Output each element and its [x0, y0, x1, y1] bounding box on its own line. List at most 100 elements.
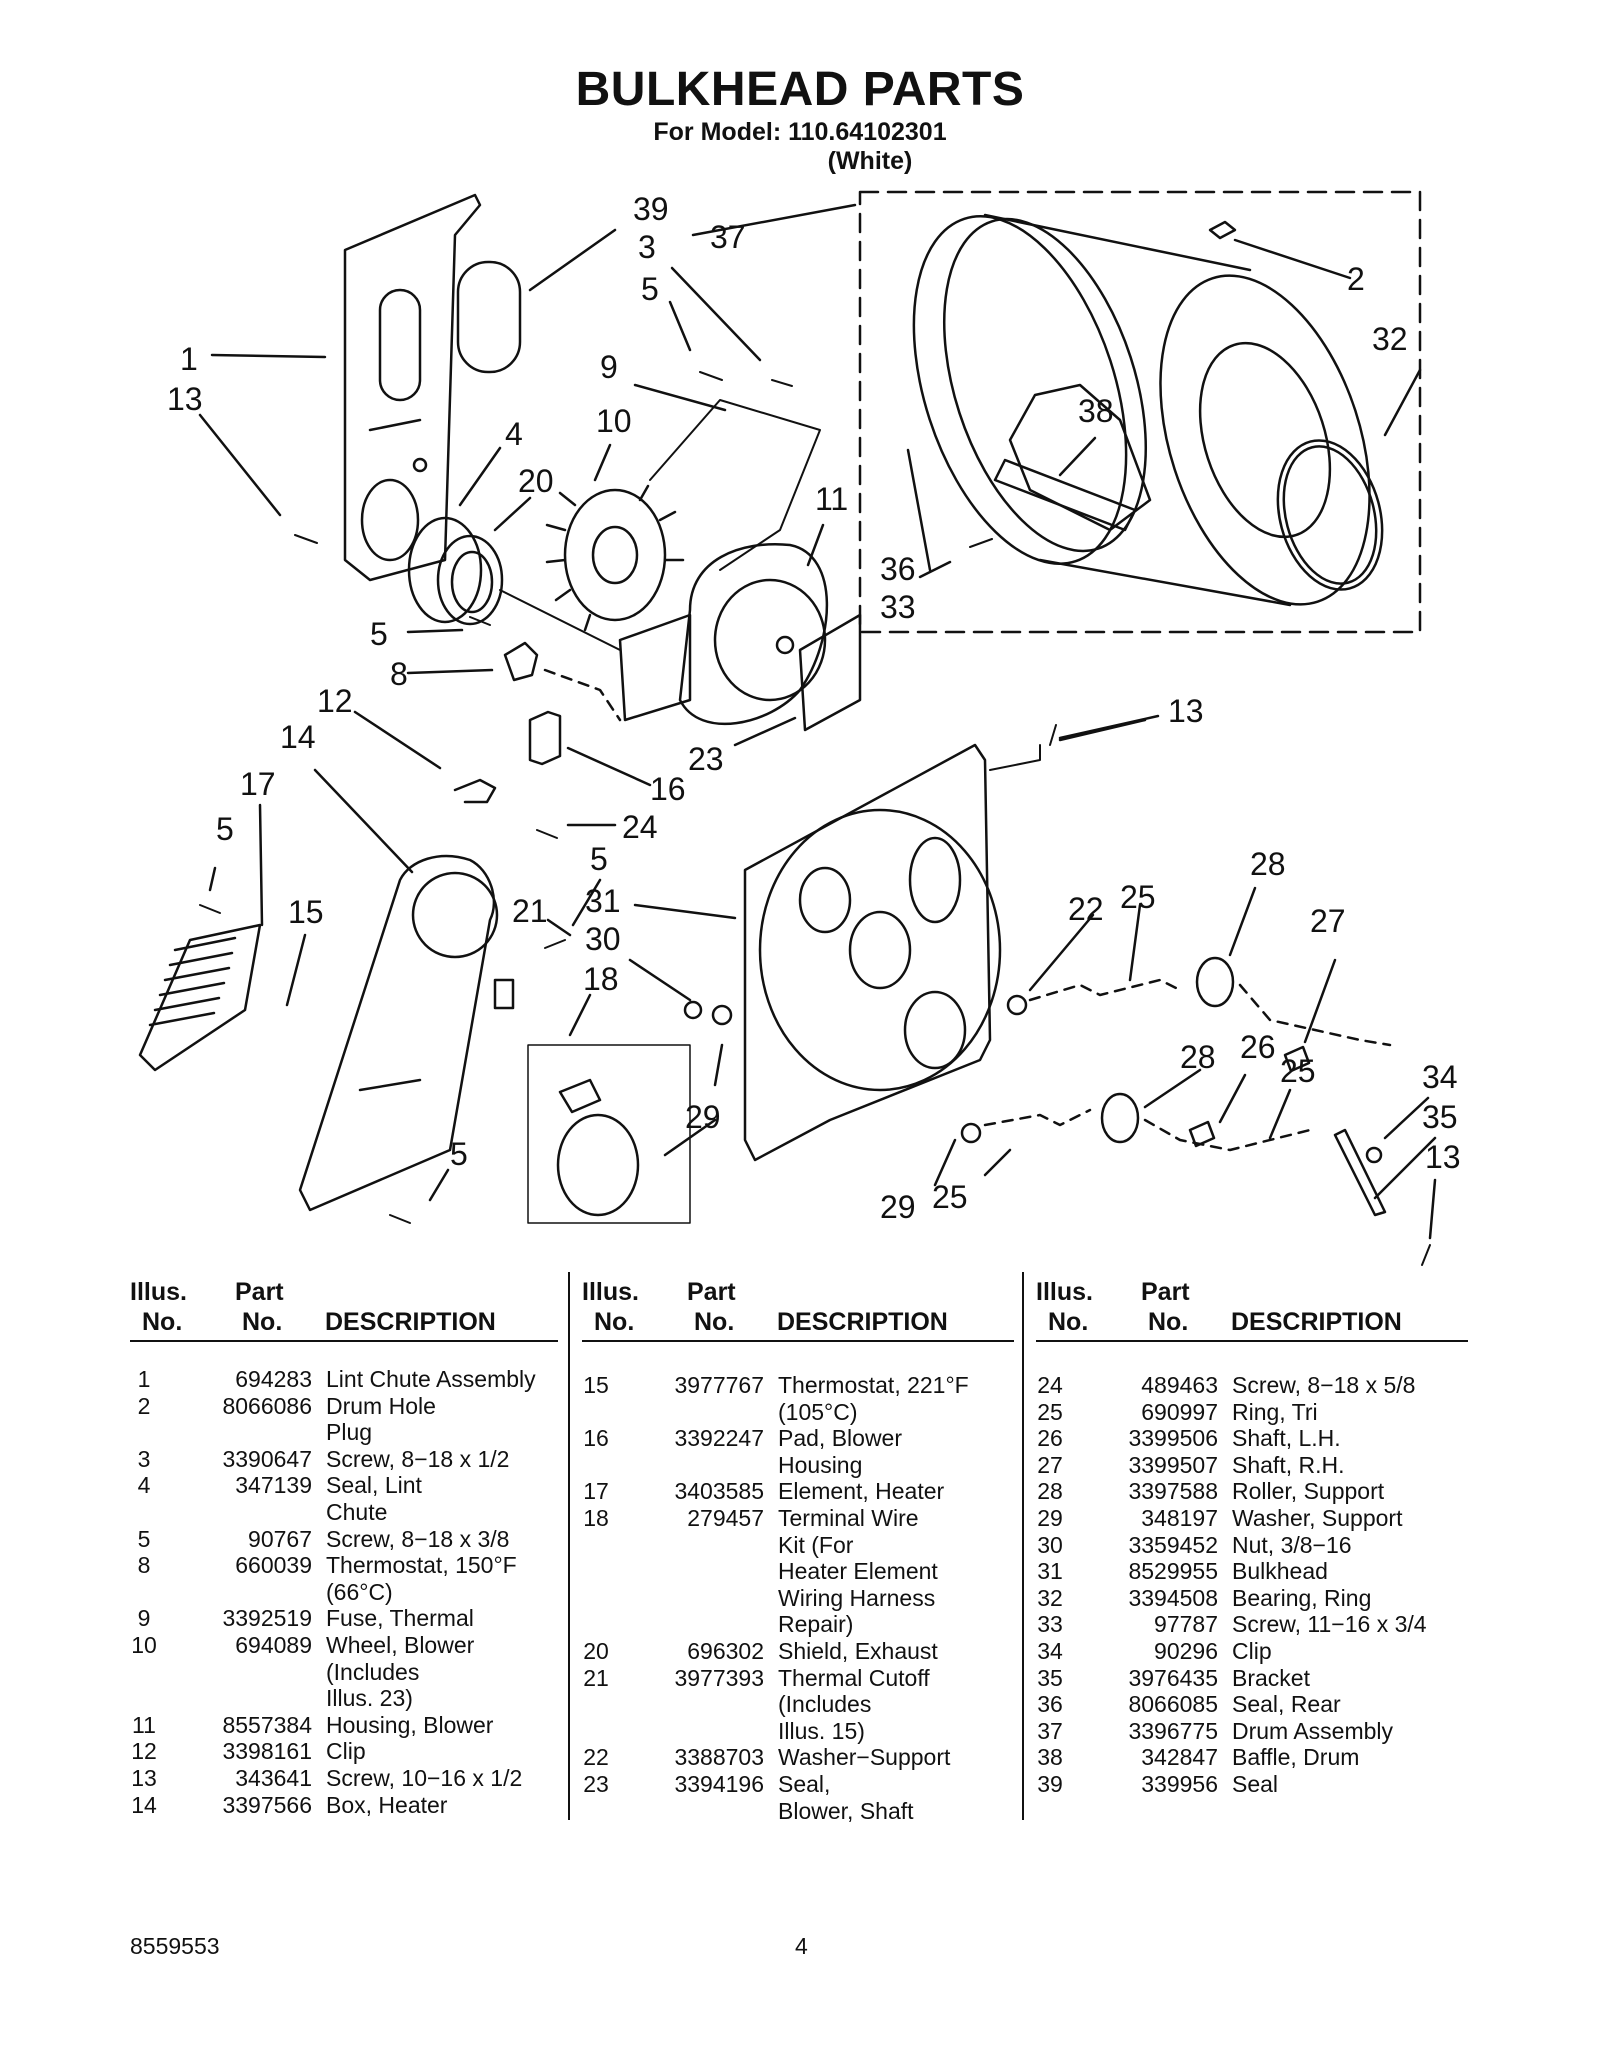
part-no: 3403585 — [674, 1478, 764, 1505]
doc-number: 8559553 — [130, 1933, 220, 1959]
part-description: Ring, Tri — [1232, 1398, 1318, 1425]
part-no: 279457 — [687, 1505, 764, 1531]
exhaust-shield-drawing — [436, 534, 504, 626]
column-header: Illus. No. Part No. DESCRIPTION — [1036, 1278, 1468, 1342]
part-description: (66°C) — [326, 1578, 393, 1605]
illus-header-bottom: No. — [1048, 1308, 1089, 1336]
illus-no: 13 — [131, 1765, 157, 1791]
leader-lines — [198, 203, 1437, 1240]
part-description: (Includes — [778, 1691, 872, 1718]
blower-wheel-drawing — [545, 484, 685, 632]
callout: 39 — [633, 191, 669, 227]
illus-no: 27 — [1037, 1451, 1063, 1478]
illus-no: 30 — [1037, 1531, 1063, 1558]
part-description: Screw, 11−16 x 3/4 — [1232, 1611, 1427, 1638]
illus-no: 28 — [1037, 1478, 1063, 1505]
part-description: Screw, 8−18 x 3/8 — [326, 1525, 510, 1552]
part-description: Shaft, R.H. — [1232, 1451, 1345, 1478]
callout: 14 — [280, 719, 316, 755]
part-description: Seal, Lint — [326, 1472, 422, 1499]
illus-no: 4 — [137, 1472, 151, 1499]
part-description: Clip — [1232, 1638, 1272, 1664]
part-description: Screw, 8−18 x 1/2 — [326, 1445, 510, 1472]
part-description: Drum Hole — [326, 1392, 436, 1419]
part-description: Nut, 3/8−16 — [1232, 1531, 1352, 1558]
callout: 9 — [600, 349, 618, 385]
illus-no: 35 — [1037, 1664, 1063, 1691]
part-no: 489463 — [1141, 1372, 1218, 1398]
page-number: 4 — [795, 1933, 808, 1959]
color-line: (White) — [827, 147, 913, 175]
illus-no: 23 — [583, 1771, 609, 1797]
part-no: 3397588 — [1128, 1478, 1218, 1505]
callout: 35 — [1422, 1099, 1458, 1135]
roller-shaft-assemblies — [960, 956, 1392, 1217]
callout: 36 — [880, 551, 916, 587]
illus-no: 32 — [1037, 1584, 1063, 1611]
callout: 23 — [688, 741, 724, 777]
callout: 25 — [1120, 879, 1156, 915]
description-header: DESCRIPTION — [1231, 1308, 1402, 1336]
illus-no: 36 — [1037, 1691, 1063, 1718]
part-no: 343641 — [235, 1765, 312, 1791]
callout: 29 — [685, 1099, 721, 1135]
illus-no: 34 — [1037, 1638, 1063, 1664]
callout: 38 — [1078, 393, 1114, 429]
callout: 5 — [641, 271, 659, 307]
part-no: 660039 — [235, 1552, 312, 1579]
heater-box-drawing — [298, 854, 499, 1212]
callout-labels: 39 3 37 5 2 32 1 13 9 10 4 20 38 11 36 3… — [167, 191, 1461, 1225]
illus-no: 17 — [583, 1478, 609, 1505]
column-header: Illus. No. Part No. DESCRIPTION — [130, 1278, 558, 1342]
callout: 5 — [450, 1136, 468, 1172]
part-header-top: Part — [1141, 1278, 1190, 1306]
model-line: For Model: 110.64102301 — [653, 118, 947, 146]
part-description: Repair) — [778, 1611, 854, 1638]
part-description: Roller, Support — [1232, 1478, 1385, 1505]
thermal-cutoff-drawing — [493, 978, 515, 1010]
column-header: Illus. No. Part No. DESCRIPTION — [582, 1278, 1014, 1342]
part-no: 690997 — [1141, 1398, 1218, 1425]
illus-no: 15 — [583, 1372, 609, 1398]
illus-no: 25 — [1037, 1398, 1063, 1425]
column-divider — [568, 1272, 570, 1820]
part-description: Seal — [1232, 1771, 1279, 1797]
illus-no: 9 — [137, 1605, 151, 1632]
part-no: 3392519 — [222, 1605, 312, 1632]
callout: 20 — [518, 463, 554, 499]
callout: 8 — [390, 656, 408, 692]
part-no: 347139 — [235, 1472, 312, 1499]
lint-seal-drawing — [407, 516, 483, 624]
illus-no: 21 — [583, 1664, 609, 1691]
description-header: DESCRIPTION — [325, 1308, 496, 1336]
part-description: Thermostat, 221°F — [778, 1372, 969, 1398]
part-no: 3394196 — [674, 1771, 764, 1797]
description-header: DESCRIPTION — [777, 1308, 948, 1336]
part-no: 696302 — [687, 1638, 764, 1664]
part-header-bottom: No. — [242, 1308, 283, 1336]
part-description: (105°C) — [778, 1398, 858, 1425]
callout: 5 — [216, 811, 234, 847]
part-no: 90767 — [248, 1525, 312, 1552]
part-no: 339956 — [1141, 1771, 1218, 1797]
part-description: Housing, Blower — [326, 1711, 494, 1738]
part-description: Wheel, Blower — [326, 1632, 475, 1658]
part-description: Chute — [326, 1498, 388, 1525]
part-description: Element, Heater — [778, 1478, 945, 1505]
exploded-parts-diagram: 39 3 37 5 2 32 1 13 9 10 4 20 38 11 36 3… — [138, 190, 1461, 1266]
part-no: 8066086 — [222, 1392, 312, 1419]
illus-no: 31 — [1037, 1558, 1063, 1585]
part-no: 694089 — [235, 1632, 312, 1658]
part-no: 8066085 — [1128, 1691, 1218, 1718]
callout: 28 — [1180, 1039, 1216, 1075]
model-subtitle: For Model: 110.64102301 (White) — [0, 118, 1600, 176]
callout: 12 — [317, 683, 353, 719]
part-description: Terminal Wire — [778, 1505, 919, 1531]
callout: 15 — [288, 894, 324, 930]
terminal-kit-box — [527, 1044, 691, 1224]
callout: 13 — [1425, 1139, 1461, 1175]
callout: 21 — [512, 893, 548, 929]
thermostat-8-drawing — [503, 641, 539, 682]
part-no: 3396775 — [1128, 1717, 1218, 1744]
